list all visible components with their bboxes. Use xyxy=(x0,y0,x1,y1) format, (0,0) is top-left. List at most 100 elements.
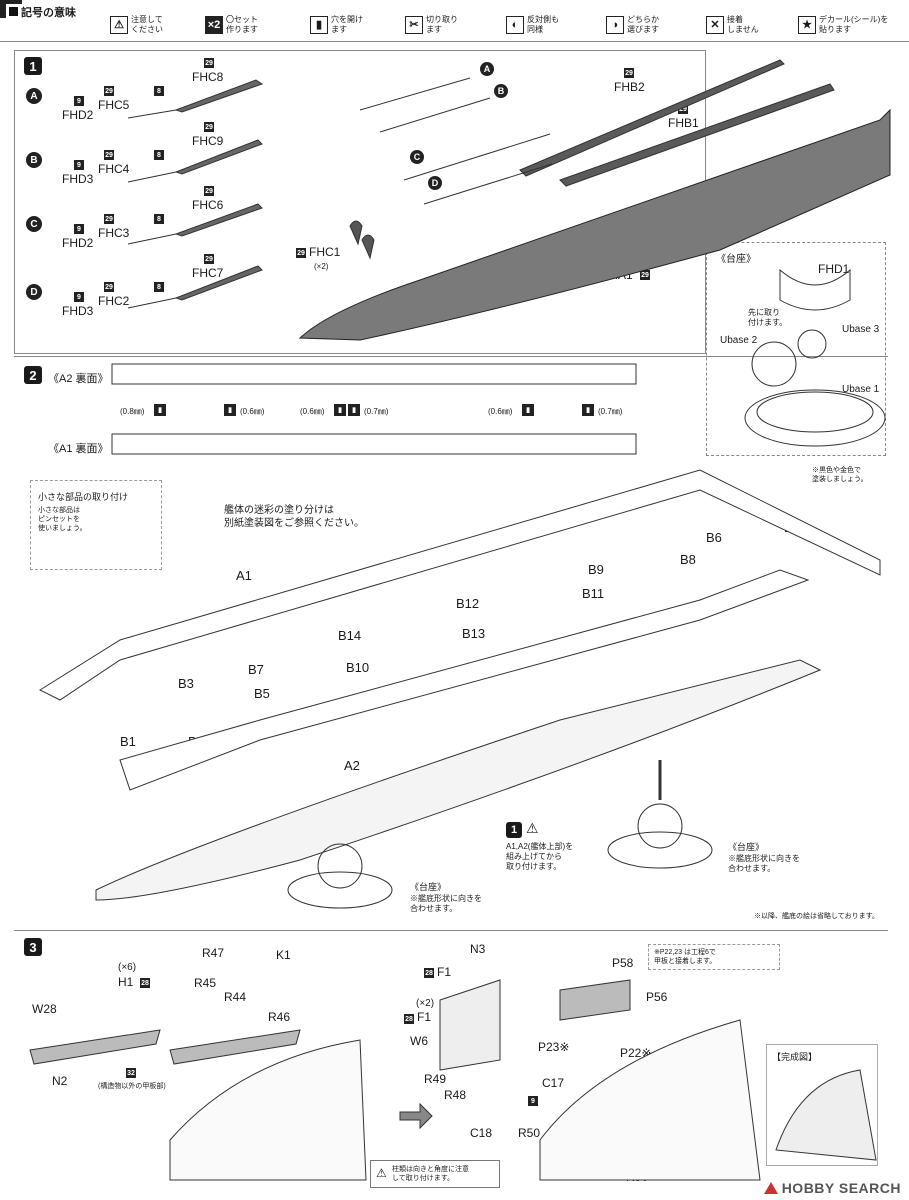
rod-b xyxy=(379,97,491,133)
next-step-arrow xyxy=(399,1102,433,1130)
part-a-tree-badge: 9 xyxy=(74,224,84,234)
fhc1-rudder-a xyxy=(349,220,363,246)
n2-label: N2 xyxy=(52,1074,68,1088)
fhd1-label: FHD1 xyxy=(818,262,850,276)
part-label: B14 xyxy=(338,628,362,643)
step-2-panel xyxy=(14,356,888,928)
part-a-label: FHD2 xyxy=(62,236,94,250)
stand-title: 《台座》 xyxy=(716,254,756,265)
w6-label: W6 xyxy=(410,1034,428,1048)
camo-note: 艦体の迷彩の塗り分けは 別紙塗装図をご参照ください。 xyxy=(224,505,364,529)
deck-tree-badge: 32 xyxy=(126,1068,136,1078)
fhb2-label: FHB2 xyxy=(614,80,645,94)
brand-logo-icon xyxy=(763,1182,778,1194)
drill-icon: ▮ xyxy=(582,404,594,416)
drill-icon: ▮ xyxy=(522,404,534,416)
ubase2-sphere xyxy=(751,341,797,387)
a1-deck-frame xyxy=(38,469,881,701)
part-a-label: FHD2 xyxy=(62,108,94,122)
stand-panel xyxy=(706,242,886,456)
p-note: ※P22,23 は工程6で 甲板と接着します。 xyxy=(654,949,717,965)
part-label: B3 xyxy=(178,676,194,691)
part-d-label: FHC6 xyxy=(192,198,224,212)
part-label: B7 xyxy=(248,662,264,677)
p23-label: P23※ xyxy=(538,1040,570,1054)
step-3-number: 3 xyxy=(24,938,42,956)
r49-label: R49 xyxy=(424,1072,447,1086)
part-label: B10 xyxy=(346,660,370,675)
p-note-box xyxy=(648,944,780,970)
legend-item: ◑どちらか 選びます xyxy=(606,10,659,40)
part-label: A1 xyxy=(236,568,252,583)
part-d-tree-badge: 29 xyxy=(204,186,214,196)
part-b-tree-badge: 29 xyxy=(104,86,114,96)
omit-note: ※以降、艦底の絵は省略しております。 xyxy=(754,913,879,920)
k1-assembly xyxy=(169,1029,301,1065)
legend-text: 接着 しません xyxy=(727,15,759,34)
legend-title: 記号の意味 xyxy=(6,4,79,20)
hull-section-3b xyxy=(539,1019,761,1181)
row-letter: A xyxy=(26,88,42,104)
legend-text: どちらか 選びます xyxy=(627,15,659,34)
a2-hull-side xyxy=(119,569,810,791)
legend-item: ⚠注意して ください xyxy=(110,10,163,40)
ubase3-part xyxy=(797,329,827,359)
symbol-legend: 記号の意味 xyxy=(0,0,909,42)
fha1-tree-badge: 29 xyxy=(640,270,650,280)
part-label: B9 xyxy=(588,562,604,577)
fhc1-qty: (×2) xyxy=(314,262,329,271)
legend-item: ▮穴を開け ます xyxy=(310,10,363,40)
ubase1-plate xyxy=(744,389,886,447)
rod-c xyxy=(403,133,551,181)
hole-size-label: (0.7㎜) xyxy=(598,407,623,416)
callout-b: B xyxy=(494,84,508,98)
ubase2-label: Ubase 2 xyxy=(720,335,758,346)
fhc1-rudder-b xyxy=(361,234,375,260)
mast-note-box xyxy=(370,1160,500,1188)
step-ref-1: 1 xyxy=(506,822,522,838)
stand-note: 先に取り 付けます。 xyxy=(748,308,788,327)
install-note: A1,A2(艦体上部)を 組み上げてから 取り付けます。 xyxy=(506,842,574,871)
callout-c: C xyxy=(410,150,424,164)
part-label: B6 xyxy=(706,530,722,545)
a2-underside-label: 《A2 裏面》 xyxy=(48,373,109,385)
choose-icon: ◑ xyxy=(606,16,624,34)
legend-text: デカール(シール)を 貼ります xyxy=(819,15,889,34)
stand-title-right: 《台座》 xyxy=(728,842,765,852)
mast-warning-icon: ⚠ xyxy=(376,1166,387,1180)
c17-label: C17 xyxy=(542,1076,565,1090)
legend-item: ✕接着 しません xyxy=(706,10,759,40)
fhb1-keel xyxy=(559,83,835,187)
part-a-label: FHD3 xyxy=(62,304,94,318)
h1-tree-badge: 28 xyxy=(140,978,150,988)
part-label: B1 xyxy=(120,734,136,749)
f1-tree-badge-bottom: 28 xyxy=(404,1014,414,1024)
fhc7-part xyxy=(174,265,263,301)
fhb2-keel xyxy=(519,59,785,177)
r45-label: R45 xyxy=(194,976,217,990)
step-3-panel xyxy=(14,930,888,1192)
hole-size-label: (0.6㎜) xyxy=(488,407,513,416)
bridge-assembly xyxy=(439,979,501,1071)
r50-label-left: R50 xyxy=(518,1126,541,1140)
part-b-tree-badge: 29 xyxy=(104,282,114,292)
part-c-tree-badge: 8 xyxy=(154,150,164,160)
a1-underside-label: 《A1 裏面》 xyxy=(48,443,109,455)
stand-right-sphere xyxy=(637,803,683,849)
fhc1-label: FHC1 xyxy=(309,245,341,259)
decal-icon: ★ xyxy=(798,16,816,34)
w28-label: W28 xyxy=(32,1002,57,1016)
part-label: A2 xyxy=(344,758,360,773)
part-a-tree-badge: 9 xyxy=(74,96,84,106)
part-c-tree-badge: 8 xyxy=(154,214,164,224)
a2-underside-strip xyxy=(111,363,637,385)
small-parts-title: 小さな部品の取り付け xyxy=(38,492,129,502)
stand-right-base xyxy=(607,831,713,869)
part-label: B5 xyxy=(254,686,270,701)
f1-bottom-label: F1 xyxy=(417,1010,432,1024)
part-c-tree-badge: 8 xyxy=(154,86,164,96)
drill-icon: ▮ xyxy=(310,16,328,34)
k1-label: K1 xyxy=(276,948,291,962)
